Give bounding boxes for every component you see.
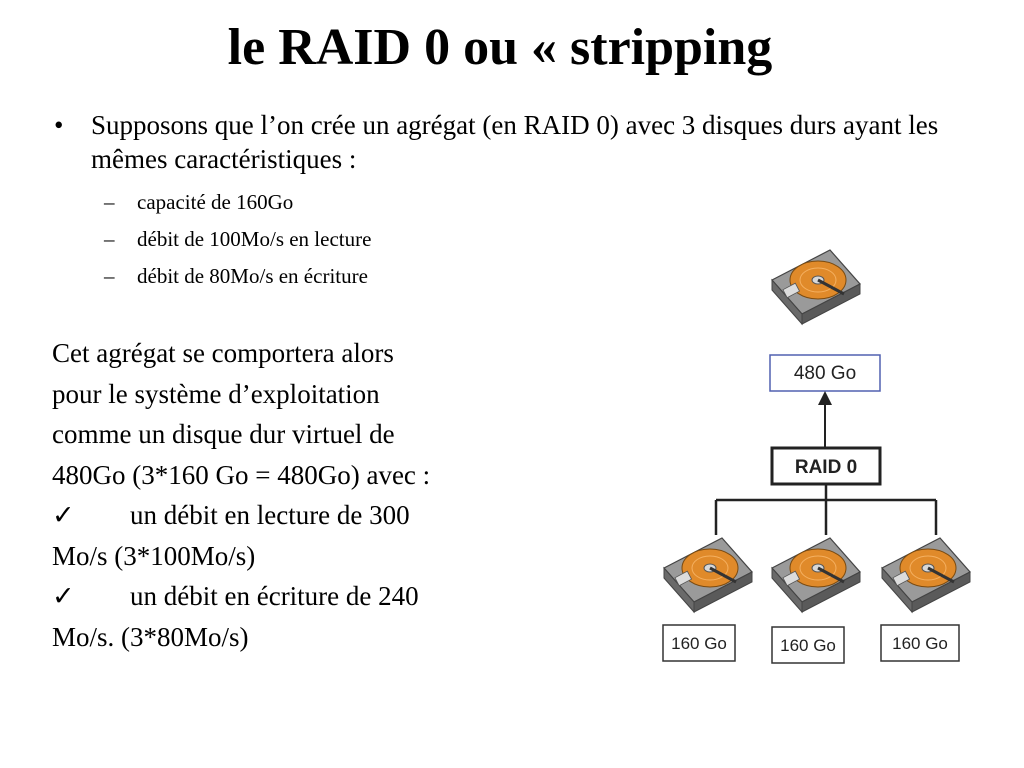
- check-line: ✓ un débit en lecture de 300: [52, 495, 552, 536]
- bullet-dot: •: [54, 110, 64, 140]
- paragraph-line: comme un disque dur virtuel de: [52, 419, 395, 449]
- disk-label: 160 Go: [671, 634, 727, 653]
- hdd-icon: [880, 536, 972, 614]
- slide-title: le RAID 0 ou « stripping: [227, 19, 773, 76]
- sub-item: – débit de 80Mo/s en écriture: [104, 258, 1012, 295]
- virtual-disk-box: [769, 354, 881, 392]
- sub-item: – débit de 100Mo/s en lecture: [104, 221, 1012, 258]
- check-continuation: Mo/s. (3*80Mo/s): [52, 621, 249, 652]
- explanation-paragraph: Cet agrégat se comportera alors pour le …: [52, 333, 552, 657]
- bullet-item: • Supposons que l’on crée un agrégat (en…: [52, 108, 1012, 176]
- raid-diagram: 480 Go RAID 0 160 Go 160 Go 160 Go: [662, 248, 972, 664]
- checkmark-icon: ✓: [52, 500, 75, 530]
- dash-marker: –: [104, 264, 115, 288]
- virtual-hdd-icon: [770, 248, 862, 326]
- arrow-head-icon: [818, 391, 832, 405]
- check-text: un débit en lecture de 300: [130, 500, 410, 530]
- hdd-icon: [662, 536, 754, 614]
- disk-label-box: [662, 624, 736, 662]
- sub-list: – capacité de 160Go – débit de 100Mo/s e…: [104, 184, 1012, 295]
- checkmark-icon: ✓: [52, 581, 75, 611]
- check-continuation: Mo/s (3*100Mo/s): [52, 540, 256, 571]
- raid-label: RAID 0: [795, 457, 857, 478]
- dash-marker: –: [104, 190, 115, 214]
- disk-label-box: [880, 624, 960, 662]
- raid-box: [770, 446, 882, 486]
- sub-item-text: débit de 80Mo/s en écriture: [137, 264, 368, 288]
- sub-item: – capacité de 160Go: [104, 184, 1012, 221]
- sub-item-text: débit de 100Mo/s en lecture: [137, 227, 372, 251]
- paragraph-line: 480Go (3*160 Go = 480Go) avec :: [52, 459, 431, 490]
- paragraph-line: Cet agrégat se comportera alors: [52, 338, 394, 368]
- disk-label: 160 Go: [892, 634, 948, 653]
- bullet-list: • Supposons que l’on crée un agrégat (en…: [52, 108, 1012, 295]
- hdd-icon: [770, 536, 862, 614]
- check-text: un débit en écriture de 240: [130, 581, 419, 611]
- paragraph-line: pour le système d’exploitation: [52, 378, 380, 409]
- sub-item-text: capacité de 160Go: [137, 190, 294, 214]
- bullet-text: Supposons que l’on crée un agrégat (en R…: [91, 110, 939, 174]
- disk-label: 160 Go: [780, 636, 836, 655]
- disk-label-box: [771, 626, 845, 664]
- check-line: ✓ un débit en écriture de 240: [52, 576, 552, 617]
- dash-marker: –: [104, 227, 115, 251]
- virtual-disk-label: 480 Go: [794, 363, 856, 384]
